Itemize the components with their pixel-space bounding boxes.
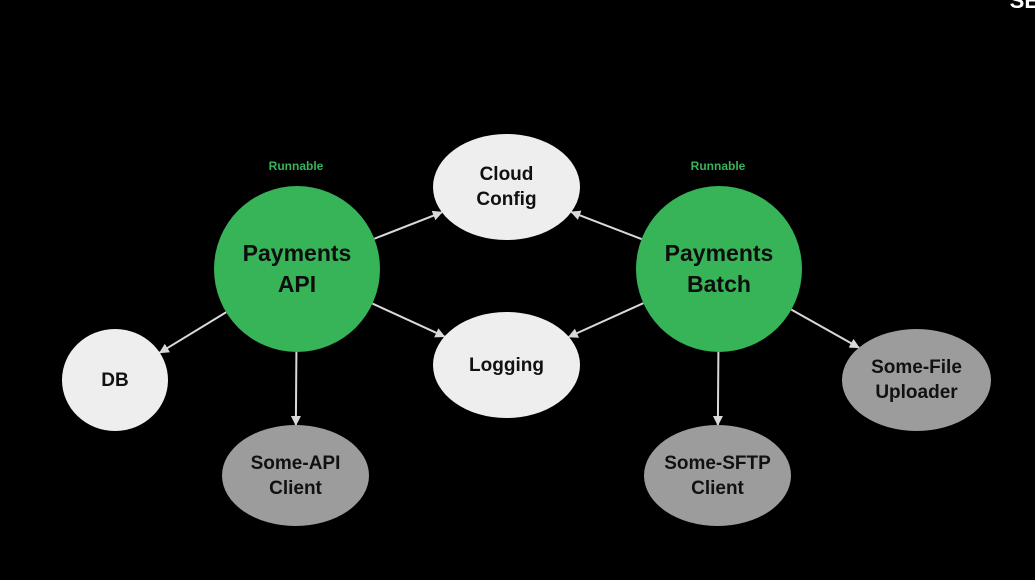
edge-payments_api-to-some_api_client (290, 351, 301, 427)
db-label: DB (101, 369, 129, 391)
some-api-client-node: Some-API Client (222, 425, 369, 526)
runnable-tag-batch: Runnable (690, 159, 746, 173)
logging-label: Logging (469, 354, 544, 376)
corner-text: SE (1009, 0, 1035, 13)
db-node: DB (62, 329, 168, 431)
edge-payments_batch-to-cloud_config (570, 210, 642, 241)
edge-payments_batch-to-logging (567, 302, 644, 338)
edge-payments_api-to-db (158, 311, 227, 354)
some-file-uploader-label: Some-File Uploader (871, 357, 962, 403)
edge-payments_batch-to-some_file_uploader (790, 308, 860, 349)
payments-api-node: Payments API (214, 186, 380, 352)
payments-api-label: Payments API (242, 240, 352, 297)
runnable-tag-api: Runnable (268, 159, 324, 173)
edge-payments_api-to-cloud_config (373, 210, 443, 240)
some-sftp-client-node: Some-SFTP Client (644, 425, 791, 526)
cloud-config-node: Cloud Config (433, 134, 580, 240)
logging-node: Logging (433, 312, 580, 418)
payments-batch-node: Payments Batch (636, 186, 802, 352)
payments-batch-label: Payments Batch (664, 240, 774, 297)
edge-payments_api-to-logging (372, 302, 446, 338)
some-api-client-label: Some-API Client (250, 452, 341, 499)
edge-payments_batch-to-some_sftp_client (712, 351, 723, 427)
cloud-config-label: Cloud Config (476, 164, 537, 210)
some-file-uploader-node: Some-File Uploader (842, 329, 991, 431)
some-sftp-client-label: Some-SFTP Client (664, 452, 771, 499)
